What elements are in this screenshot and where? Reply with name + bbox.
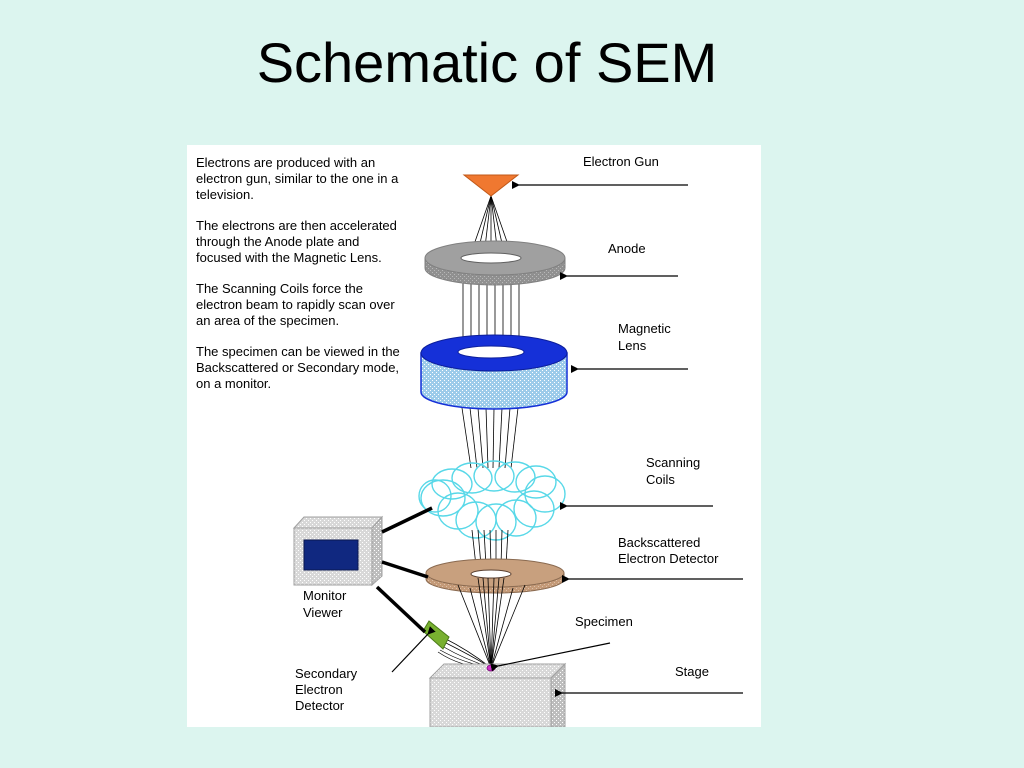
backscattered-electron-detector <box>425 558 565 594</box>
backscattered-label-line2: Electron Detector <box>618 551 719 566</box>
label-arrows <box>391 181 743 697</box>
electron-gun-icon <box>462 174 520 197</box>
sem-diagram-panel: Electrons are produced with an electron … <box>187 145 761 727</box>
monitor-viewer-label-line1: Monitor <box>303 588 347 603</box>
scanning-coils-label-line2: Coils <box>646 472 675 487</box>
backscattered-label-line1: Backscattered <box>618 535 700 550</box>
description-paragraph-viewing-modes: The specimen can be viewed in the Backsc… <box>196 344 400 391</box>
anode-plate <box>424 240 566 286</box>
monitor-screen <box>303 539 359 571</box>
specimen-arrow <box>490 642 611 672</box>
description-paragraph-anode-lens: The electrons are then accelerated throu… <box>196 218 397 265</box>
secondary-detector-label-line3: Detector <box>295 698 345 713</box>
description-text: Electrons are produced with an electron … <box>196 155 408 407</box>
monitor-cables <box>375 506 433 634</box>
scanning-coils <box>418 460 566 541</box>
beam-lens-to-coils <box>461 407 519 469</box>
scanning-coils-label-line1: Scanning <box>646 455 700 470</box>
slide-title: Schematic of SEM <box>256 31 718 94</box>
description-paragraph-electron-gun: Electrons are produced with an electron … <box>196 155 399 202</box>
specimen-dot <box>486 664 496 672</box>
magnetic-lens-label-line2: Lens <box>618 338 647 353</box>
stage <box>428 662 567 727</box>
secondary-detector-label-line1: Secondary <box>295 666 358 681</box>
sem-schematic: Electron Gun Anode Magnetic Lens Scannin… <box>292 154 743 727</box>
secondary-detector-arrow <box>391 626 436 673</box>
monitor-viewer <box>292 515 384 587</box>
magnetic-lens-label-line1: Magnetic <box>618 321 671 336</box>
electron-gun-label: Electron Gun <box>583 154 659 169</box>
stage-label: Stage <box>675 664 709 679</box>
description-paragraph-scanning-coils: The Scanning Coils force the electron be… <box>196 281 395 328</box>
magnetic-lens <box>420 334 568 410</box>
secondary-detector-label-line2: Electron <box>295 682 343 697</box>
beam-anode-to-lens <box>462 282 520 340</box>
anode-label: Anode <box>608 241 646 256</box>
specimen-label: Specimen <box>575 614 633 629</box>
beam-detector-to-specimen <box>457 577 526 669</box>
monitor-viewer-label-line2: Viewer <box>303 605 343 620</box>
